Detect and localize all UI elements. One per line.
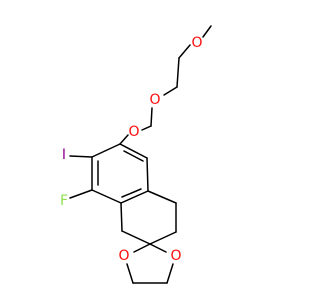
bond-c-o-methoxy: [202, 25, 212, 38]
bond-spiro-o-right: [149, 243, 167, 253]
bond-ring-6: [91, 143, 121, 158]
bond-ring-2: [146, 157, 149, 192]
bond-o-c-dioxolane-right: [166, 263, 174, 284]
bond-c-o-acetal: [141, 125, 152, 131]
bond-ring-3: [120, 190, 149, 204]
bond-ring-b-3: [149, 231, 177, 245]
bond-o-c-aryl: [119, 134, 129, 145]
atom-oxygen-dioxolane-left: O: [118, 248, 129, 264]
atom-iodine: I: [62, 147, 66, 163]
atom-oxygen-methoxy: O: [191, 35, 202, 51]
atom-labels: O O O I F O O: [60, 35, 203, 264]
bond-ring-3-inner: [121, 188, 142, 198]
bond-c-o-ether: [163, 86, 178, 96]
bond-ring-b-5: [120, 202, 123, 232]
molecule-drawing: O O O I F O O: [60, 25, 212, 284]
bond-o-c-acetal: [150, 107, 153, 127]
bond-ring-1: [119, 143, 148, 159]
atom-oxygen-ether: O: [149, 92, 160, 108]
bond-spiro-o-left: [133, 243, 151, 253]
bond-o-c-methoxy: [178, 44, 191, 59]
atom-fluorine: F: [60, 193, 68, 209]
atom-oxygen-dioxolane-right: O: [170, 248, 181, 264]
bond-c-i: [69, 155, 93, 158]
bond-o-c-dioxolane-left: [126, 263, 134, 284]
bond-ring-b-4: [121, 230, 151, 245]
atom-oxygen-aryl: O: [128, 124, 139, 140]
bond-c-c-ethylene: [176, 57, 180, 88]
structure-canvas: O O O I F O O: [59, 25, 212, 284]
bond-ring-4: [91, 189, 122, 204]
bond-c-f: [69, 189, 93, 199]
bond-ring-1-inner: [123, 150, 144, 162]
bond-ring-b-1: [147, 190, 177, 204]
bonds: [69, 25, 212, 284]
